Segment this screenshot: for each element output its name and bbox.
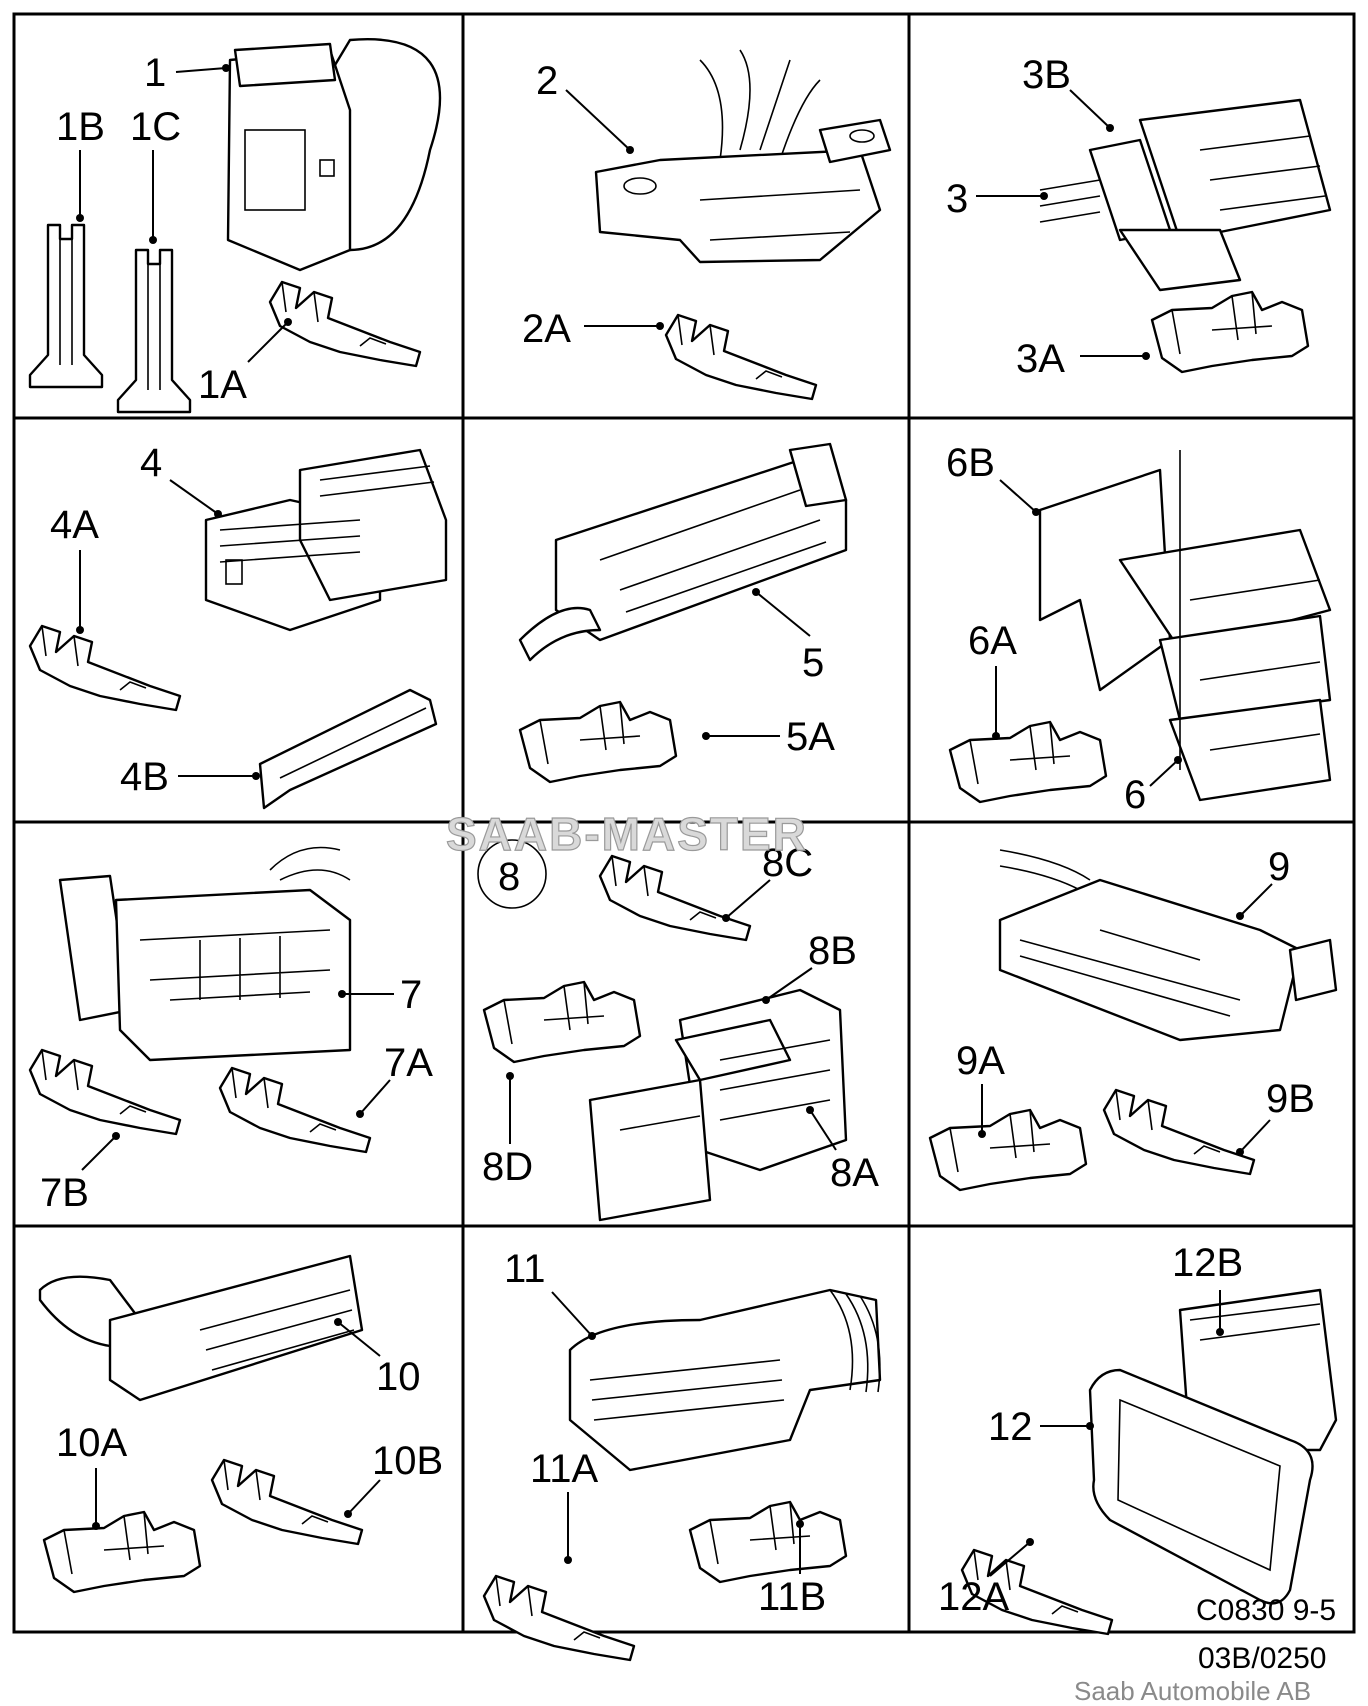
callout-3: 3 — [946, 177, 968, 221]
connector-3-drawing — [1039, 98, 1332, 292]
callout-10: 10 — [376, 1355, 421, 1399]
connector-9-drawing — [998, 849, 1338, 1042]
callout-6a: 6A — [968, 619, 1017, 663]
group-8-circle — [477, 839, 547, 909]
connector-6-drawing — [1038, 450, 1332, 802]
callout-4b: 4B — [120, 755, 169, 799]
terminal-6a-drawing — [948, 720, 1108, 804]
terminal-2a-drawing — [664, 313, 818, 401]
callout-12b: 12B — [1172, 1241, 1243, 1285]
callout-7: 7 — [400, 973, 422, 1017]
terminal-7a-drawing — [218, 1066, 372, 1154]
reference-number: 03B/0250 — [1198, 1642, 1326, 1675]
connector-5-drawing — [518, 442, 848, 662]
connector-2-drawing — [594, 49, 892, 264]
callout-1b: 1B — [56, 105, 105, 149]
callout-8b: 8B — [808, 929, 857, 973]
callout-2a: 2A — [522, 307, 571, 351]
terminal-10b-drawing — [210, 1458, 364, 1546]
callout-11a: 11A — [530, 1447, 599, 1491]
panel-2: 2 2A — [522, 49, 892, 401]
panel-9: 9 9A 9B — [928, 845, 1338, 1192]
callout-4: 4 — [140, 441, 162, 485]
panel-5: 5 5A — [518, 442, 848, 784]
callout-1a: 1A — [198, 363, 247, 407]
callout-4a: 4A — [50, 503, 99, 547]
panel-7: 7 7A 7B — [28, 846, 433, 1215]
callout-7b: 7B — [40, 1171, 89, 1215]
callout-2: 2 — [536, 59, 558, 103]
terminal-8d-drawing — [482, 980, 642, 1064]
terminal-8c-drawing — [598, 854, 752, 942]
connector-1-drawing — [226, 38, 442, 272]
terminal-4a-drawing — [28, 624, 182, 712]
spacer-1c-drawing — [116, 248, 192, 414]
terminal-3a-drawing — [1150, 290, 1310, 374]
terminal-11b-drawing — [688, 1500, 848, 1584]
panel-12: 12B 12 12A — [938, 1241, 1338, 1636]
callout-1: 1 — [144, 51, 166, 95]
terminal-1a-drawing — [268, 280, 422, 368]
panel-4: 4 4A 4B — [28, 441, 448, 810]
callout-12a: 12A — [938, 1575, 1009, 1619]
callout-9: 9 — [1268, 845, 1290, 889]
callout-3b: 3B — [1022, 53, 1071, 97]
callout-3a: 3A — [1016, 337, 1065, 381]
callout-9b: 9B — [1266, 1077, 1315, 1121]
callout-11b: 11B — [758, 1575, 826, 1619]
callout-8c: 8C — [762, 841, 813, 885]
callout-12: 12 — [988, 1405, 1033, 1449]
connector-7-drawing — [58, 846, 352, 1062]
spacer-1b-drawing — [28, 223, 104, 389]
connector-10-drawing — [38, 1254, 364, 1402]
callout-8d: 8D — [482, 1145, 533, 1189]
terminal-11a-drawing — [482, 1574, 636, 1662]
terminal-7b-drawing — [28, 1048, 182, 1136]
callout-9a: 9A — [956, 1039, 1005, 1083]
panel-8: 8 8C 8B 8D 8A — [477, 839, 879, 1222]
panel-3: 3B 3 3A — [946, 53, 1332, 381]
callout-6b: 6B — [946, 441, 995, 485]
callout-8: 8 — [498, 855, 520, 899]
callout-11: 11 — [504, 1247, 546, 1291]
panel-grid — [12, 12, 1356, 1634]
watermark: SAAB-MASTER — [446, 808, 808, 860]
panel-6: 6B 6A 6 — [946, 441, 1332, 817]
terminal-9a-drawing — [928, 1108, 1088, 1192]
terminal-9b-drawing — [1102, 1088, 1256, 1176]
connector-8-drawing — [588, 988, 848, 1222]
connector-12-drawing — [1088, 1288, 1338, 1605]
callout-1c: 1C — [130, 105, 181, 149]
panel-10: 10 10A 10B — [38, 1254, 443, 1594]
callout-10a: 10A — [56, 1421, 127, 1465]
callout-7a: 7A — [384, 1041, 433, 1085]
panel-1: 1 1B 1C 1A — [28, 38, 442, 414]
callout-10b: 10B — [372, 1439, 443, 1483]
callout-8a: 8A — [830, 1151, 879, 1195]
panel-11: 11 11A 11B — [482, 1247, 882, 1662]
callout-5: 5 — [802, 641, 824, 685]
lock-4b-drawing — [258, 688, 438, 810]
copyright: Saab Automobile AB — [1074, 1676, 1311, 1706]
callout-6: 6 — [1124, 773, 1146, 817]
diagram-code: C0830 9-5 — [1196, 1594, 1336, 1627]
terminal-5a-drawing — [518, 700, 678, 784]
connector-4-drawing — [204, 448, 448, 632]
connector-11-drawing — [568, 1288, 882, 1472]
callout-5a: 5A — [786, 715, 835, 759]
terminal-10a-drawing — [42, 1510, 202, 1594]
